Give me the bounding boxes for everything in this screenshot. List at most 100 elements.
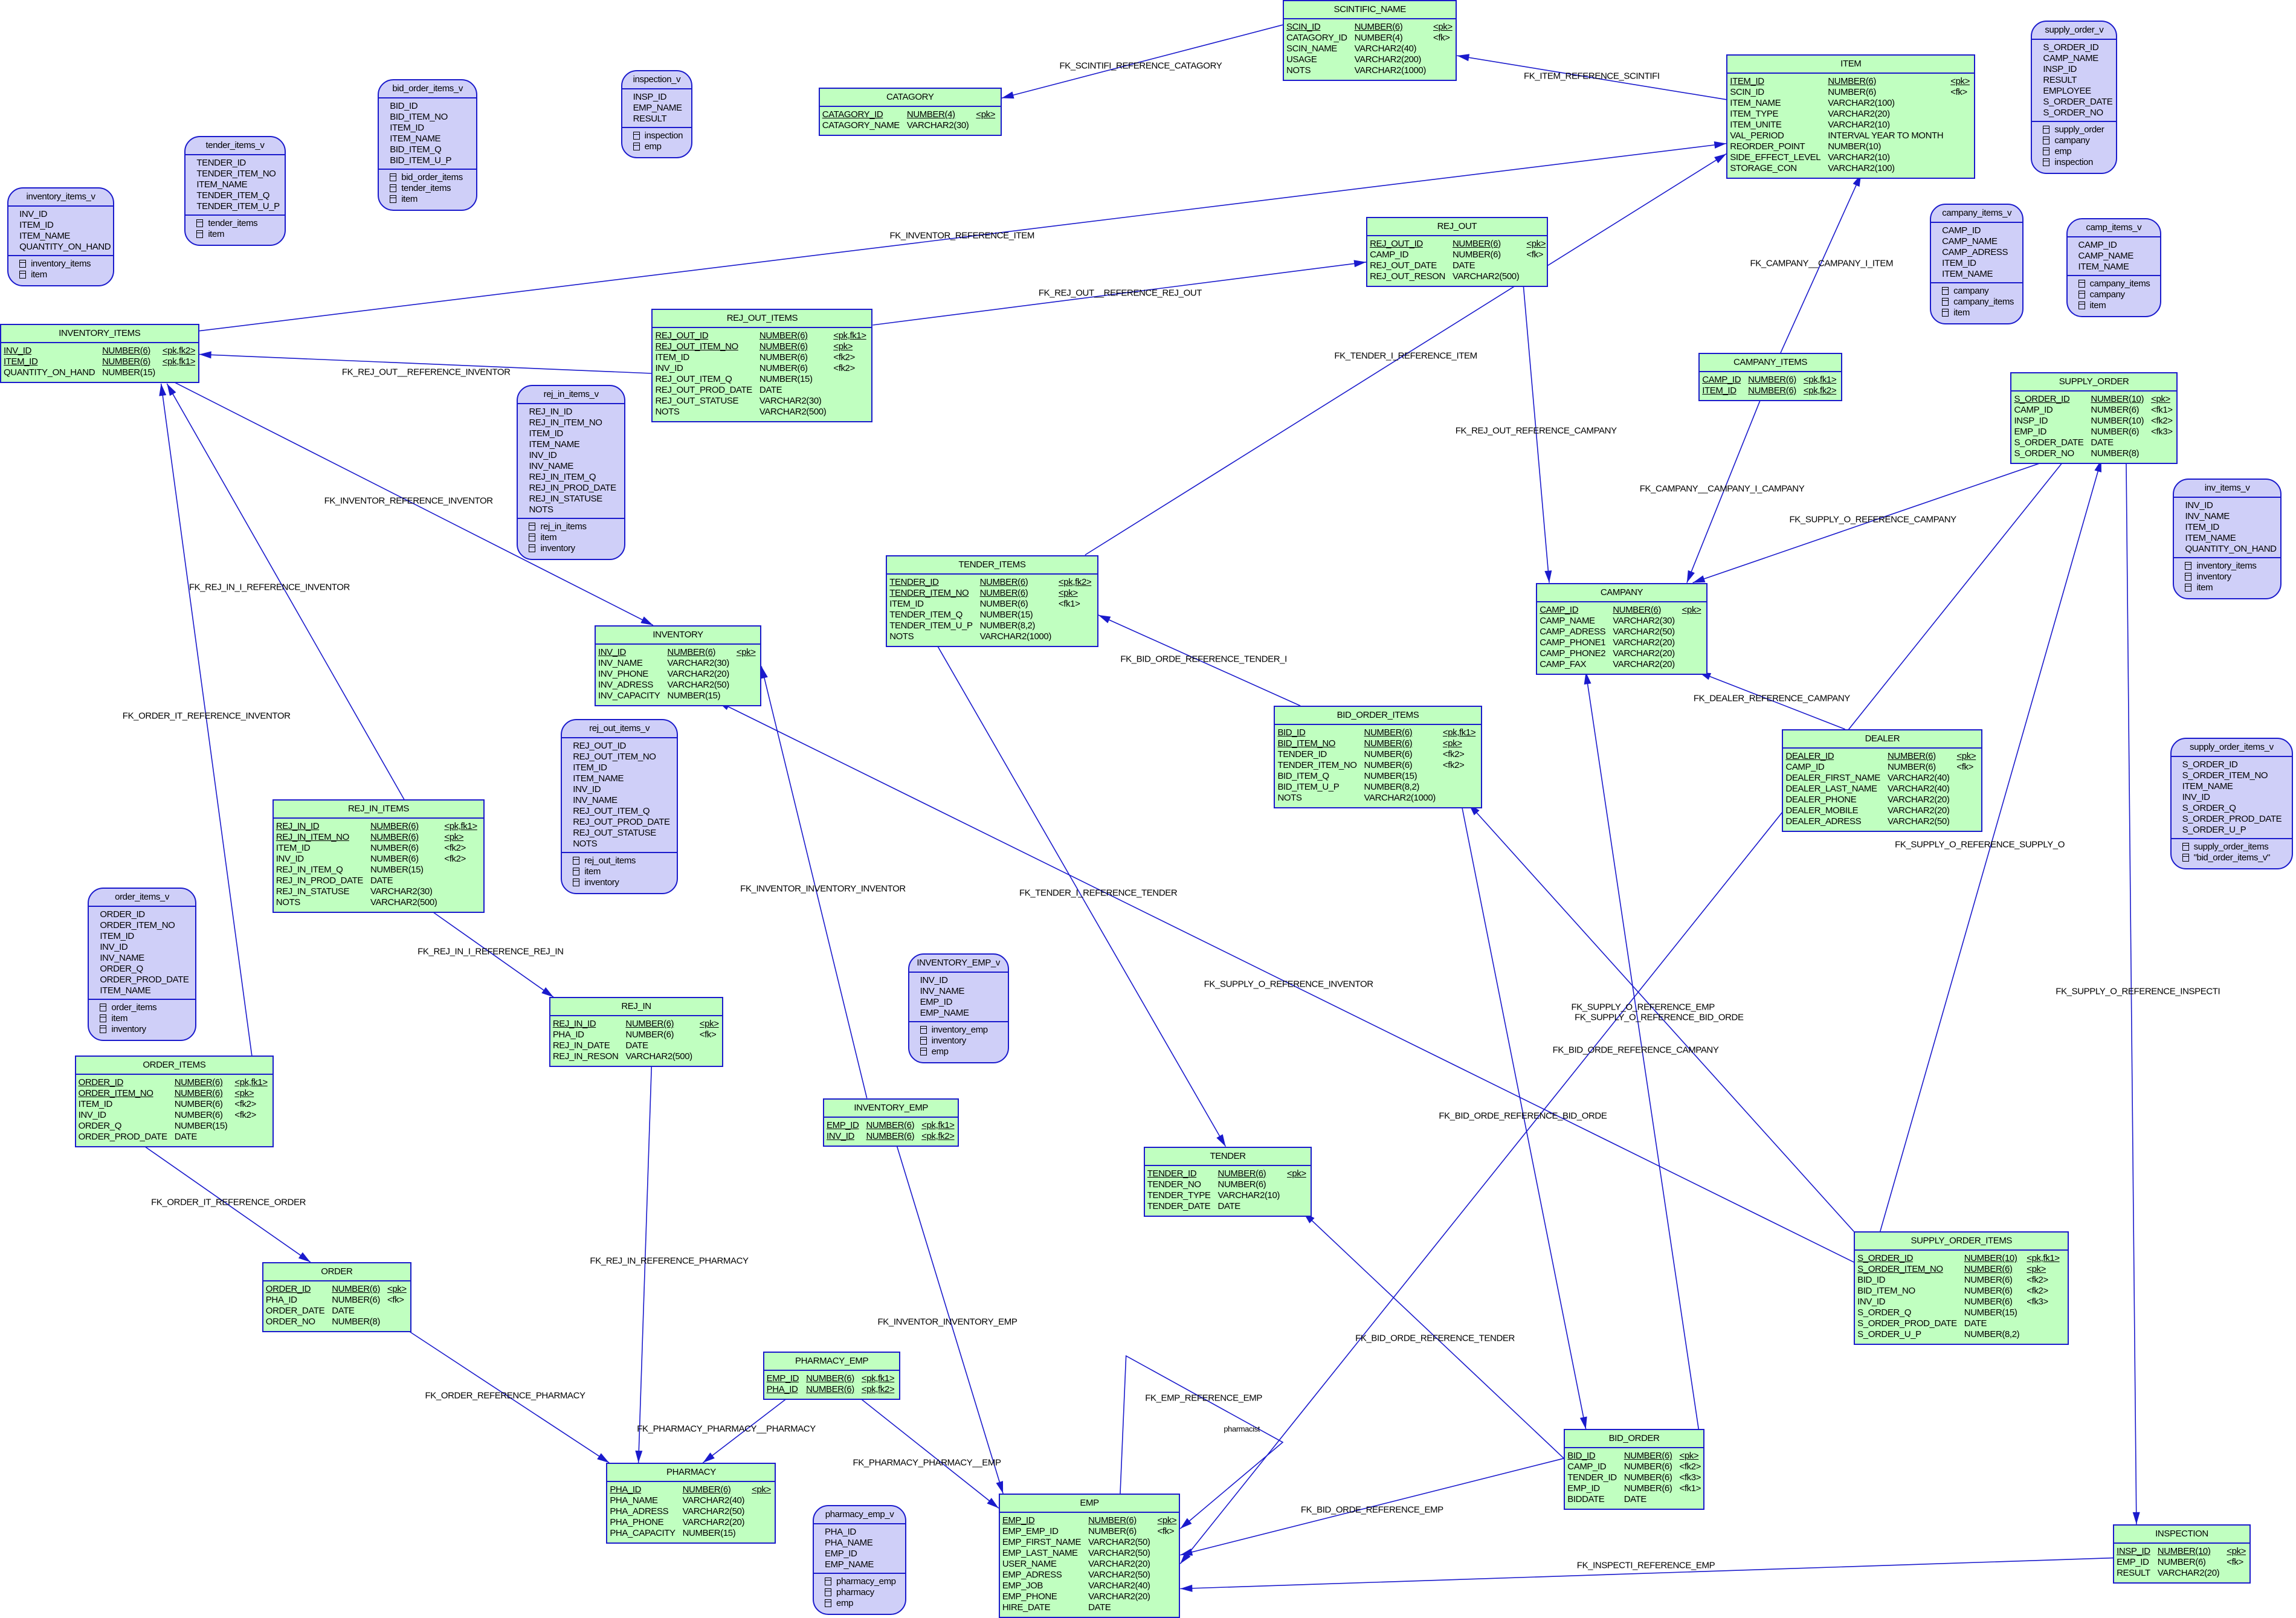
entity-title: CAMPANY_ITEMS [1700, 354, 1841, 373]
fk-rej-out-reference-rej-out-line[interactable] [872, 262, 1367, 326]
fk-supply-o-reference-inventor-line[interactable] [717, 701, 1854, 1263]
fk-inventor-reference-inventor-line[interactable] [168, 378, 654, 626]
fk-pharmacy-pharmacy-emp-line[interactable] [856, 1394, 999, 1509]
fk-dealer-reference-campany-line[interactable] [1698, 671, 1845, 730]
fk-order-reference-pharmacy-line[interactable] [404, 1327, 610, 1463]
fk-order-it-reference-inventor-line[interactable] [160, 383, 253, 1056]
fk-inspecti-reference-emp-line[interactable] [1180, 1557, 2114, 1590]
column-type: VARCHAR2(20) [1887, 805, 1950, 816]
view-field: INV_NAME [100, 952, 144, 963]
column-name: REJ_OUT_ID [655, 330, 709, 341]
column-type: VARCHAR2(40) [1354, 44, 1417, 54]
column-name: REJ_IN_ID [276, 821, 320, 832]
fk-tender-i-reference-item-line[interactable] [1085, 153, 1727, 556]
source-table-ref: bid_order_items [390, 172, 470, 183]
fk-supply-o-reference-inspecti-line[interactable] [2126, 459, 2137, 1524]
fk-scintifi-reference-catagory-line[interactable] [1001, 24, 1283, 99]
fk-inspecti-reference-emp-arrowhead [1180, 1584, 1193, 1592]
fk-tender-i-reference-tender-line[interactable] [935, 642, 1227, 1147]
fk-rej-out-reference-inventor-line[interactable] [199, 353, 652, 374]
column-key: <fk3> [1679, 1472, 1701, 1483]
fk-item-reference-scintifi-line[interactable] [1457, 55, 1727, 100]
fk-inventor-inventory-emp-line[interactable] [895, 1143, 1004, 1494]
fk-supply-o-reference-campany-line[interactable] [1692, 459, 2051, 584]
fk-rej-in-i-reference-rej-in-line[interactable] [428, 909, 554, 998]
fk-bid-orde-reference-emp-line[interactable] [1180, 1458, 1564, 1556]
fk-pharmacy-pharmacy-pharmacy-line[interactable] [702, 1394, 792, 1463]
column-name: REJ_OUT_RESON [1370, 271, 1445, 282]
fk-rej-out-reference-campany-line[interactable] [1522, 279, 1550, 583]
column-type: VARCHAR2(1000) [979, 631, 1052, 642]
column-name: INSP_ID [2117, 1545, 2150, 1556]
column-key: <pk> [699, 1019, 719, 1030]
column-key: <pk> [1526, 238, 1546, 249]
fk-bid-orde-reference-tender-line[interactable] [1303, 1212, 1564, 1459]
fk-rej-in-i-reference-inventor-line[interactable] [166, 383, 405, 800]
relationship-label: FK_TENDER_I_REFERENCE_ITEM [1334, 350, 1477, 361]
fk-rej-in-reference-pharmacy-line[interactable] [637, 1063, 653, 1463]
fk-supply-o-reference-emp-line[interactable] [1179, 459, 2065, 1564]
fk-emp-reference-emp-line[interactable] [1120, 1355, 1284, 1529]
source-table-name: item [31, 269, 47, 280]
column-name: INV_NAME [598, 657, 643, 668]
source-table-name: emp [836, 1598, 854, 1609]
fk-bid-orde-reference-bid-orde-line[interactable] [1460, 804, 1587, 1429]
view-field: ITEM_NAME [529, 439, 580, 450]
fk-bid-orde-reference-tender-i-line[interactable] [1098, 614, 1301, 706]
column-name: CATAGORY_ID [1286, 33, 1347, 43]
column-name: ORDER_ID [265, 1284, 311, 1295]
fk-campany-campany-i-item-line[interactable] [1780, 174, 1862, 353]
column-key [1443, 771, 1475, 782]
fk-order-it-reference-order-line[interactable] [140, 1143, 311, 1263]
fk-supply-o-reference-supply-o-line[interactable] [1880, 459, 2102, 1232]
column-type: VARCHAR2(20) [1613, 637, 1675, 648]
fk-inventor-inventory-inventor-line[interactable] [761, 666, 868, 1098]
column-key [1287, 1179, 1306, 1190]
fk-supply-o-reference-bid-orde-line[interactable] [1468, 803, 1854, 1232]
fk-bid-orde-reference-campany-line[interactable] [1585, 672, 1700, 1429]
fk-inventor-reference-item-line[interactable] [199, 143, 1727, 332]
fk-campany-campany-i-campany-line[interactable] [1686, 396, 1762, 583]
source-table-name: order_items [111, 1002, 157, 1013]
